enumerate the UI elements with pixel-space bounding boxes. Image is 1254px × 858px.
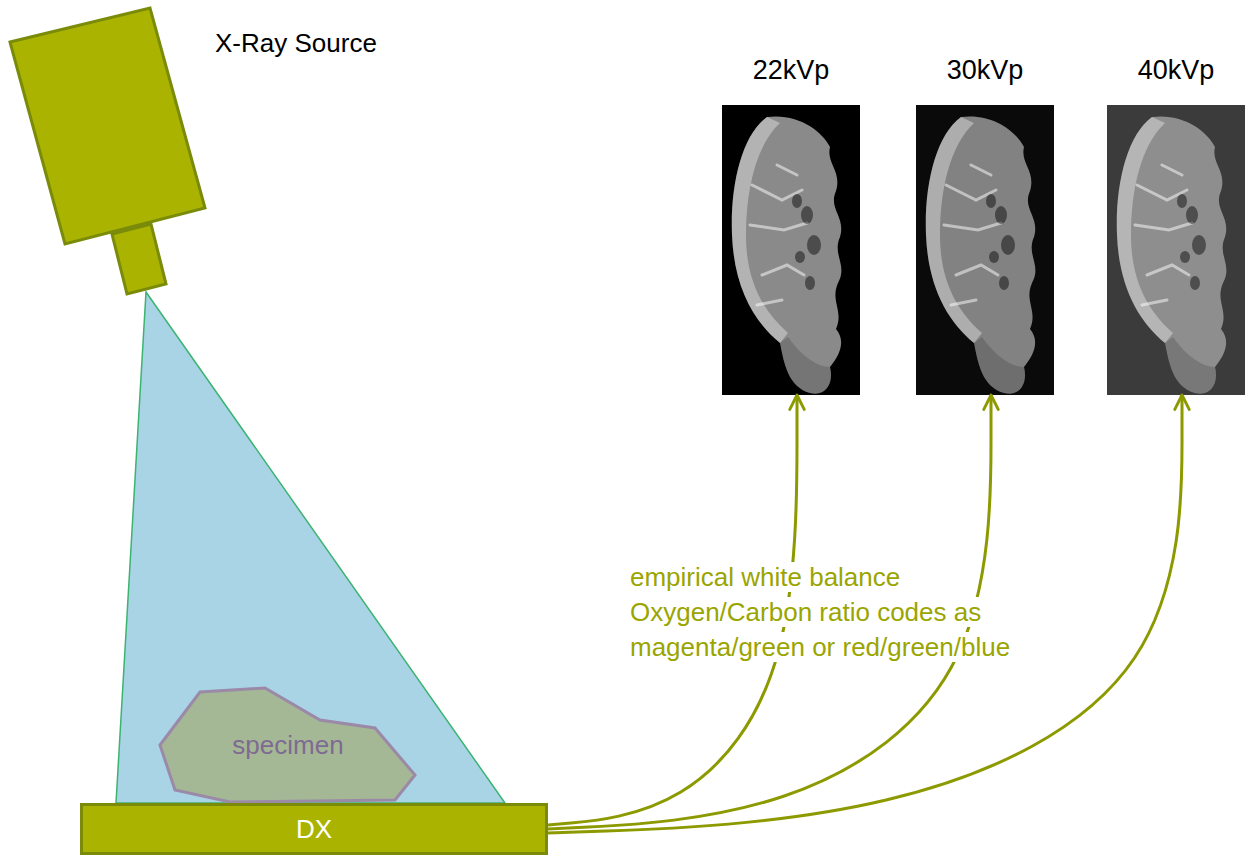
annotation-text: empirical white balance Oxygen/Carbon ra… <box>630 562 1010 662</box>
xray-image <box>916 105 1054 395</box>
xray-image-frame: 40kVp <box>1107 105 1245 395</box>
detector-bar: DX <box>80 803 548 855</box>
xray-image <box>1107 105 1245 395</box>
x-ray-tube <box>8 6 208 298</box>
annotation-block: empirical white balance Oxygen/Carbon ra… <box>630 560 1030 665</box>
node-heading: 40kVp <box>1138 55 1215 86</box>
specimen-shape: specimen <box>158 686 418 804</box>
node-heading: X-Ray Source <box>215 28 377 59</box>
node-heading: 30kVp <box>947 55 1024 86</box>
node-heading: 22kVp <box>753 55 830 86</box>
node-label: DX <box>296 814 332 845</box>
x-ray-source: X-Ray Source <box>8 6 208 298</box>
tube-collimator <box>112 224 166 294</box>
xray-image <box>722 105 860 395</box>
tube-housing <box>10 8 205 244</box>
node-label: specimen <box>232 730 343 761</box>
x-ray-beam <box>116 292 505 803</box>
connector-arrow <box>548 395 1182 833</box>
xray-image-frame: 30kVp <box>916 105 1054 395</box>
xray-image-frame: 22kVp <box>722 105 860 395</box>
specimen-outline <box>160 688 415 802</box>
